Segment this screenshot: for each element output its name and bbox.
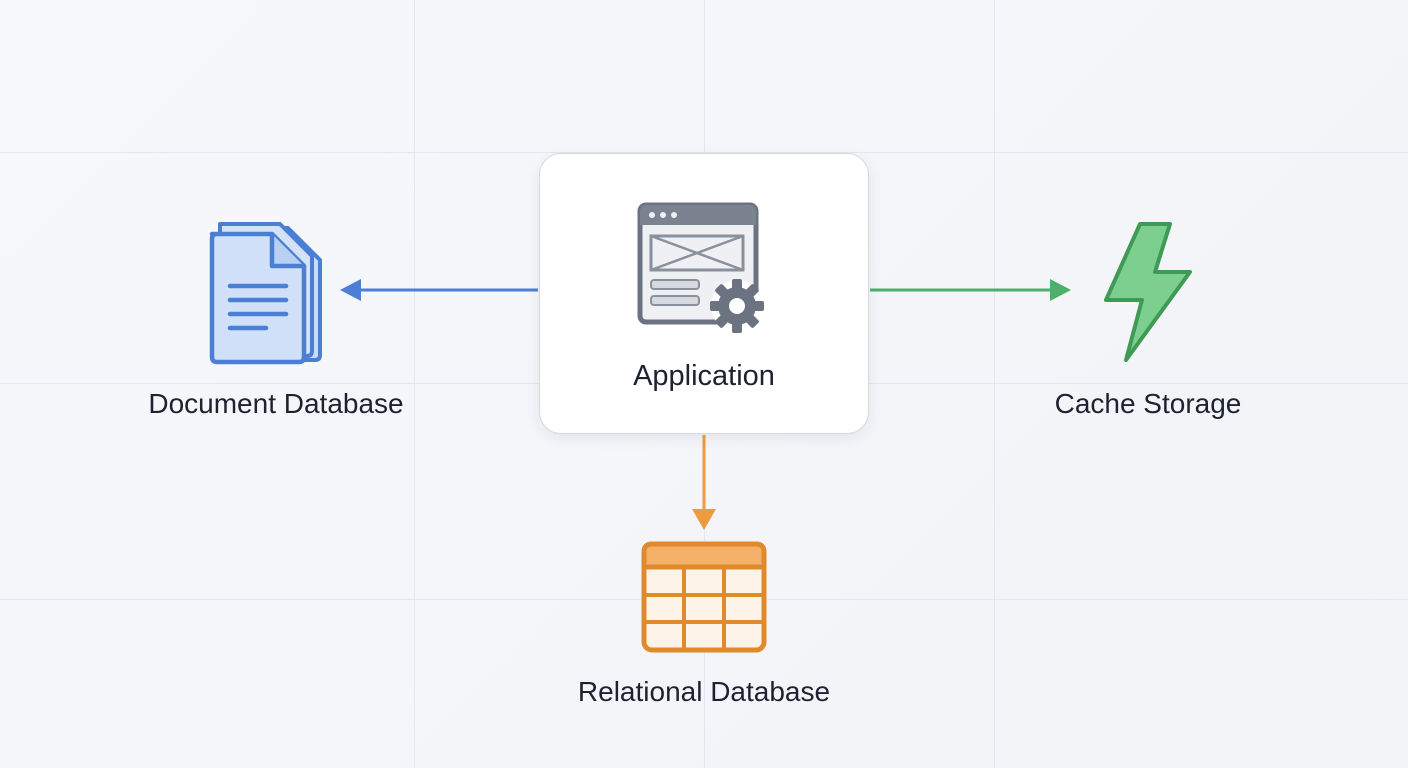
- application-label: Application: [633, 360, 775, 392]
- edge-to-cache-storage: [870, 279, 1071, 301]
- table-icon: [641, 541, 767, 653]
- edge-to-document-database: [340, 279, 538, 301]
- grid-line: [0, 152, 1408, 153]
- relational-database-label: Relational Database: [577, 676, 831, 707]
- edge-to-relational-database: [692, 435, 716, 530]
- app-window-gear-icon: [637, 202, 764, 333]
- documents-icon: [209, 222, 322, 365]
- cache-storage-label: Cache Storage: [1054, 388, 1242, 419]
- grid-line: [994, 0, 995, 768]
- application-node[interactable]: Application: [539, 153, 869, 434]
- lightning-bolt-icon: [1104, 222, 1192, 362]
- grid-line: [414, 0, 415, 768]
- document-database-label: Document Database: [148, 388, 404, 419]
